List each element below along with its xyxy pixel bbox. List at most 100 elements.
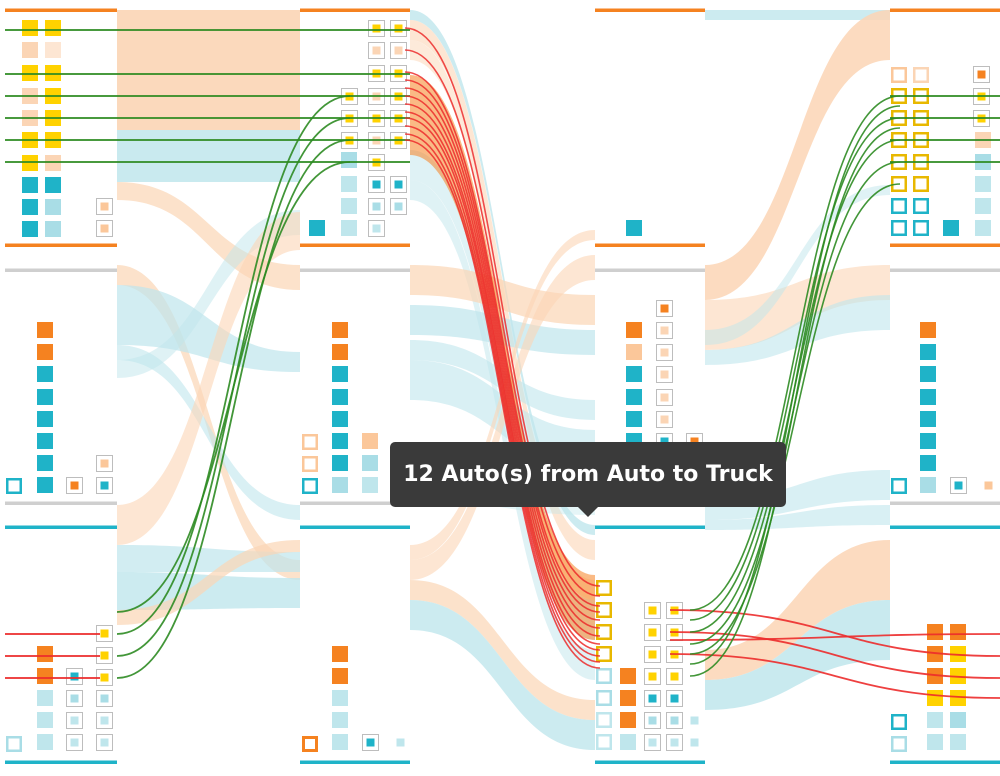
flow-band [410,10,595,535]
cell-outline [302,736,318,752]
mark-fill [372,24,381,33]
tooltip-text: 12 Auto(s) from Auto to Truck [403,462,773,487]
cell [620,734,636,750]
cell [341,152,357,168]
flow-line [404,95,601,629]
mark-fill [100,651,109,660]
flow-band [705,540,890,680]
cell [22,20,38,36]
cell [332,389,348,405]
flow-line [669,633,1000,641]
mark-fill [372,180,381,189]
mark-fill [660,304,669,313]
cell [620,690,636,706]
flow-band [410,580,595,720]
cell-outline [6,736,22,752]
separator-bar [300,243,410,247]
cell-outline [302,478,318,494]
cell [332,433,348,449]
flow-band [117,212,300,545]
flow-line [404,49,601,597]
separator-bar [300,268,410,272]
flow-line [404,71,601,607]
flow-line [404,27,601,587]
cell [22,177,38,193]
mark-fill [100,716,109,725]
mark-fill [670,738,679,747]
cell [341,220,357,236]
flow-line [404,87,601,621]
cell-outline [891,198,907,214]
tooltip-arrow [578,507,598,517]
cell [975,176,991,192]
cell [626,344,642,360]
cell [45,65,61,81]
flow-line [404,103,601,637]
cell [332,344,348,360]
separator-bar [5,268,117,272]
cell [37,477,53,493]
flow-band [705,470,890,520]
mark-fill [660,370,669,379]
cell-outline [891,736,907,752]
cell [943,220,959,236]
cell [45,221,61,237]
mark-fill [660,348,669,357]
cell-outline [302,456,318,472]
cell [626,220,642,236]
flow-band [117,10,300,130]
cell [22,199,38,215]
cell [332,734,348,750]
flow-line [689,117,901,621]
mark-fill [70,672,79,681]
separator-bar [5,8,117,12]
cell [626,389,642,405]
cell [927,734,943,750]
flow-tooltip: 12 Auto(s) from Auto to Truck [390,442,786,507]
flow-band [705,295,890,365]
cell [37,389,53,405]
flow-band [117,210,300,378]
mark-fill [648,628,657,637]
cell [920,433,936,449]
cell-outline [596,646,612,662]
separator-bar [595,525,705,529]
cell-outline [891,478,907,494]
mark-fill [648,716,657,725]
flow-band [705,185,890,345]
cell [332,411,348,427]
flow-line [689,183,901,655]
mark-fill [372,202,381,211]
flow-line [404,111,601,645]
mark-fill [660,393,669,402]
mark-fill [690,738,699,747]
cell [920,455,936,471]
cell [37,366,53,382]
mark-fill [100,629,109,638]
cell [927,624,943,640]
cell-outline [596,712,612,728]
mark-fill [670,694,679,703]
separator-bar [890,525,1000,529]
category-cells [6,20,997,752]
mark-fill [648,672,657,681]
separator-bar [890,268,1000,272]
flow-band [410,600,595,750]
cell [950,690,966,706]
cell [920,344,936,360]
flow-band [705,10,890,300]
cell-outline [596,690,612,706]
mark-fill [648,738,657,747]
mark-fill [100,738,109,747]
cell [920,366,936,382]
cell-outline [913,176,929,192]
individual-flow-lines [5,27,1000,699]
cell [45,42,61,58]
cell [341,198,357,214]
flow-line [404,117,601,651]
mark-fill [977,70,986,79]
flow-band [705,505,890,530]
cell [332,455,348,471]
separator-bar [300,8,410,12]
cell-outline [596,602,612,618]
